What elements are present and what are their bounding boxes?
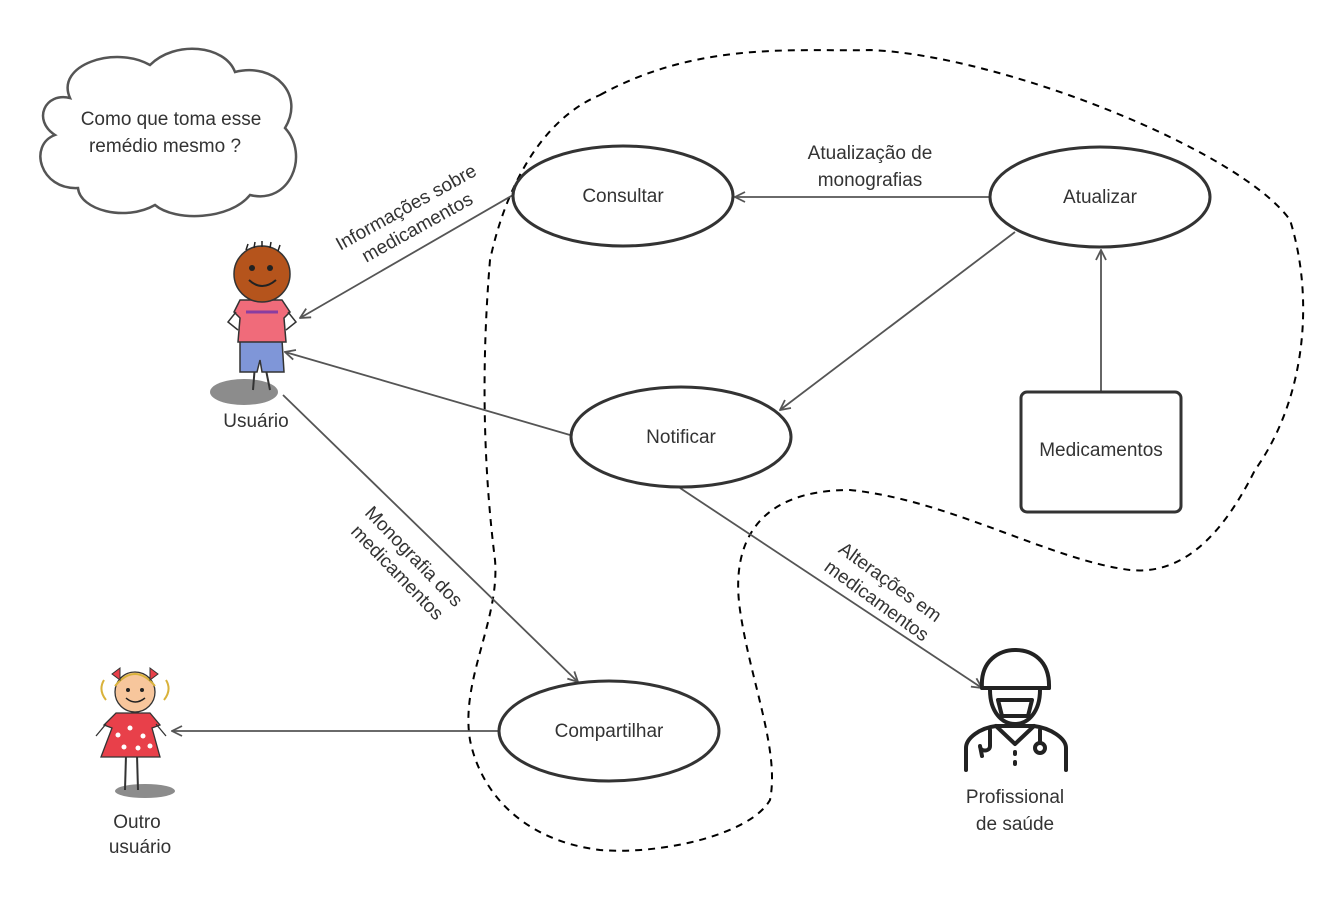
actor-profissional-line2: de saúde: [976, 814, 1054, 835]
actor-profissional-line1: Profissional: [966, 787, 1064, 808]
edge-usuario-compartilhar: [282, 394, 578, 682]
actor-usuario[interactable]: Usuário: [210, 241, 298, 432]
actor-outro-usuario-line2: usuário: [109, 837, 171, 858]
thought-cloud: Como que toma esse remédio mesmo ?: [39, 47, 298, 218]
edge-atualizar-notificar: [780, 231, 1016, 410]
svg-text:Atualização de: Atualização de: [808, 143, 933, 164]
label-atualizacao: Atualização de monografias: [808, 143, 933, 191]
label-informacoes: Informações sobre medicamentos: [333, 161, 481, 268]
edge-notificar-usuario: [285, 352, 571, 436]
thought-line-1: Como que toma esse: [81, 109, 262, 130]
girl-figure-icon: [95, 667, 175, 798]
actor-outro-usuario[interactable]: Outro usuário: [95, 667, 175, 858]
system-boundary: [467, 48, 1305, 852]
label-alteracoes: Alterações em medicamentos: [820, 539, 945, 647]
entity-medicamentos[interactable]: Medicamentos: [1019, 390, 1183, 514]
edge-consultar-usuario: [300, 194, 514, 318]
usecase-compartilhar-label: Compartilhar: [555, 721, 664, 742]
usecase-atualizar[interactable]: Atualizar: [988, 145, 1212, 249]
usecase-notificar[interactable]: Notificar: [569, 385, 793, 489]
usecase-consultar[interactable]: Consultar: [511, 144, 735, 248]
edge-notificar-profissional: [679, 487, 982, 688]
thought-line-2: remédio mesmo ?: [89, 136, 241, 157]
boy-figure-icon: [210, 241, 298, 405]
usecase-compartilhar[interactable]: Compartilhar: [497, 679, 721, 783]
usecase-consultar-label: Consultar: [582, 186, 664, 207]
svg-text:monografias: monografias: [818, 170, 923, 191]
label-monografia: Monografia dos medicamentos: [346, 503, 466, 625]
usecase-atualizar-label: Atualizar: [1063, 187, 1138, 208]
entity-medicamentos-label: Medicamentos: [1039, 440, 1163, 461]
doctor-icon: [964, 648, 1068, 772]
usecase-notificar-label: Notificar: [646, 427, 716, 448]
actor-outro-usuario-line1: Outro: [113, 812, 161, 833]
actor-usuario-label: Usuário: [223, 411, 288, 432]
actor-profissional[interactable]: Profissional de saúde: [964, 648, 1068, 835]
